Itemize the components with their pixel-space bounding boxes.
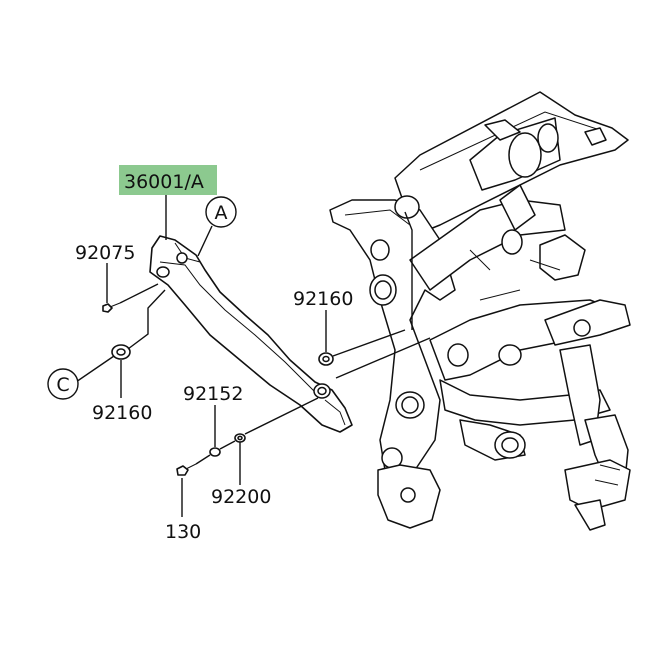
collar-92160-left xyxy=(111,344,131,360)
bolt-92075 xyxy=(102,302,121,313)
washer-92152 xyxy=(209,447,221,457)
part-number-92075: 92075 xyxy=(75,242,135,264)
reference-label-c: C xyxy=(56,374,69,396)
part-number-92160-right: 92160 xyxy=(293,288,353,310)
reference-circle-a xyxy=(205,196,237,228)
leader-lines xyxy=(75,195,431,517)
part-number-130: 130 xyxy=(165,521,201,543)
reference-circle-c xyxy=(47,368,79,400)
part-number-92152: 92152 xyxy=(183,383,243,405)
side-cover-part xyxy=(149,235,353,433)
reference-label-a: A xyxy=(215,202,228,224)
main-part-number: 36001/A xyxy=(124,171,204,193)
part-number-92160-left: 92160 xyxy=(92,402,152,424)
main-part-highlight xyxy=(119,165,217,195)
bolt-130 xyxy=(176,463,197,476)
collar-92160-right xyxy=(318,352,334,366)
part-number-92200: 92200 xyxy=(211,486,271,508)
washer-92200 xyxy=(234,433,246,443)
motorcycle-frame xyxy=(329,91,631,531)
